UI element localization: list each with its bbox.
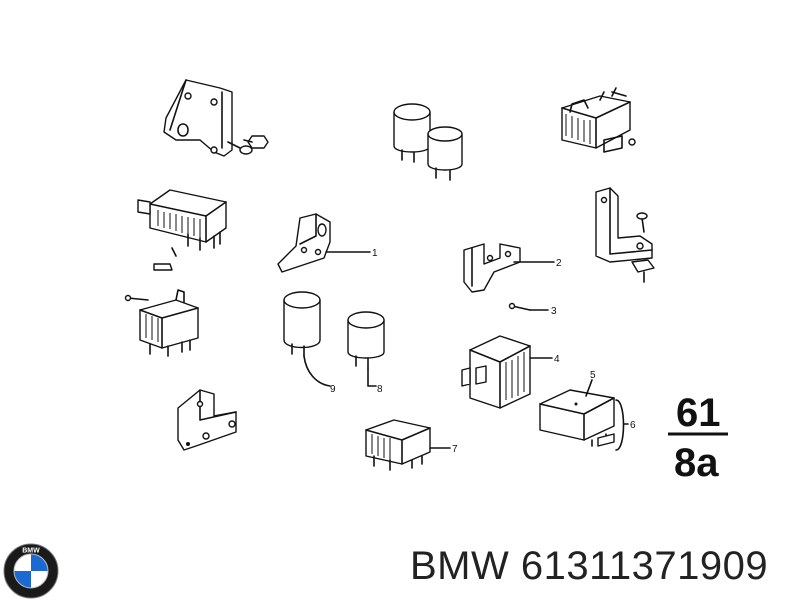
callout-label: 3 — [551, 306, 557, 317]
part-number-caption: BMW 61311371909 — [410, 544, 769, 588]
callout-label: 4 — [554, 354, 560, 365]
bracket-right — [595, 187, 655, 283]
flasher-relay-part-8 — [347, 311, 385, 387]
relay-left — [124, 289, 199, 357]
bracket-part-2 — [463, 243, 555, 293]
callout-label: 2 — [556, 258, 562, 269]
mounting-bracket-top-left — [163, 79, 269, 157]
group-number: 61 8a — [668, 391, 728, 485]
bmw-logo: BMW — [3, 543, 59, 599]
callout-label: 9 — [330, 384, 336, 395]
group-number-minor: 8a — [674, 441, 719, 485]
flasher-relay-part-9 — [283, 291, 331, 387]
group-number-major: 61 — [676, 391, 721, 435]
bracket-part-1 — [277, 213, 371, 273]
callout-label: 6 — [630, 420, 636, 431]
callout-label: 1 — [372, 248, 378, 259]
callout-label: 8 — [377, 384, 383, 395]
callout-label: 7 — [452, 444, 458, 455]
relay-box-top-right — [561, 87, 636, 153]
bracket-bottom-left — [177, 389, 237, 451]
covered-relay-part-5-6 — [539, 379, 629, 451]
callout-label: 5 — [590, 370, 596, 381]
relay-part-4 — [461, 335, 553, 409]
relay-top-left — [137, 189, 227, 271]
screw-part-3 — [508, 302, 549, 311]
bmw-logo-text: BMW — [22, 548, 40, 555]
flasher-relay-pair-top — [393, 103, 463, 181]
relay-part-7 — [365, 419, 451, 471]
